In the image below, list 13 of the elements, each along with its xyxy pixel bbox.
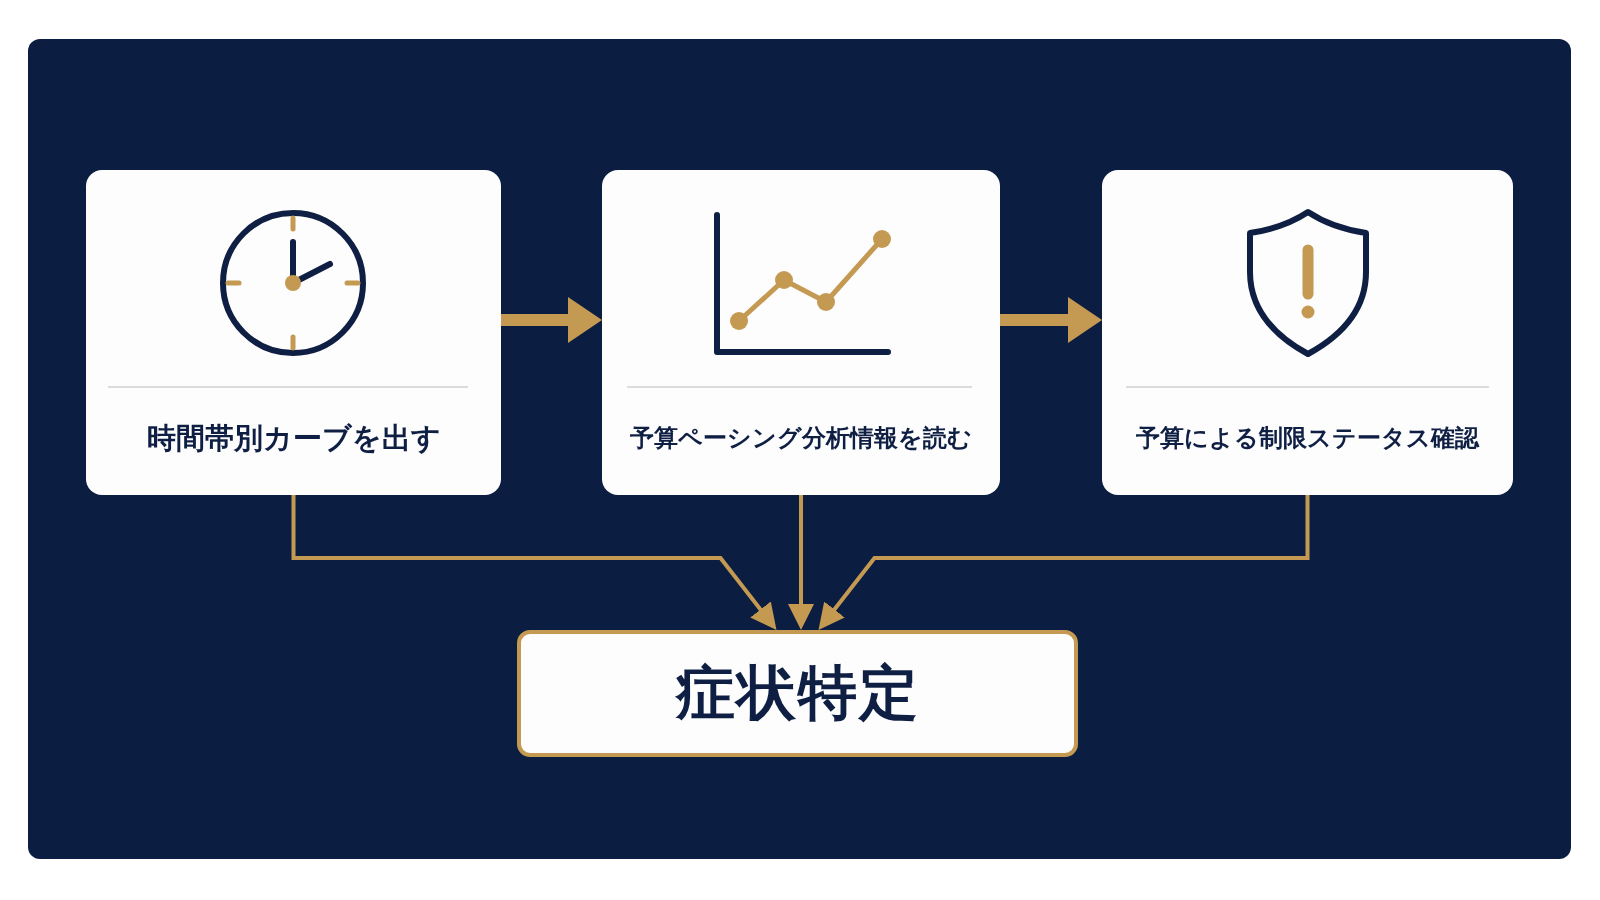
arrow bbox=[788, 495, 814, 630]
step-label: 予算ペーシング分析情報を読む bbox=[630, 423, 972, 453]
arrow bbox=[501, 297, 602, 343]
result-box bbox=[517, 630, 1078, 757]
step-card bbox=[602, 170, 1000, 495]
result-label: 症状特定 bbox=[675, 658, 920, 729]
step-label: 時間帯別カーブを出す bbox=[146, 420, 441, 456]
step-card bbox=[1102, 170, 1513, 495]
arrow bbox=[1000, 297, 1102, 343]
step-label: 予算による制限ステータス確認 bbox=[1136, 423, 1479, 453]
arrow bbox=[291, 495, 777, 630]
arrow bbox=[818, 495, 1310, 630]
step-card bbox=[86, 170, 501, 495]
